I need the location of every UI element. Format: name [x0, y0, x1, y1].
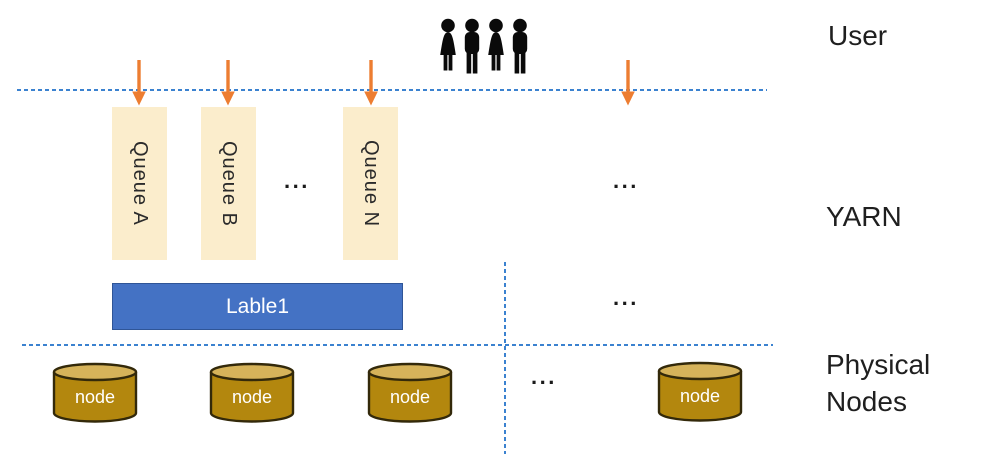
physical-nodes-layer-label: Physical Nodes: [826, 349, 931, 417]
database-cylinder-icon-4: node: [657, 361, 743, 422]
queues-ellipsis: ...: [284, 168, 310, 193]
user-yarn-divider-line: [17, 89, 767, 91]
node-label: node: [390, 387, 430, 407]
arrow-down-icon-3: [364, 60, 378, 106]
queue-box-b: Queue B: [201, 107, 256, 260]
man-icon: [464, 18, 480, 74]
label1-box: Lable1: [112, 283, 403, 330]
node-label: node: [232, 387, 272, 407]
nodes-ellipsis: ...: [531, 364, 557, 389]
partition-divider-line: [504, 262, 506, 454]
man-icon: [512, 18, 528, 74]
node-label: node: [680, 386, 720, 406]
label-row-ellipsis: ...: [613, 285, 639, 310]
database-cylinder-icon-1: node: [52, 362, 138, 423]
yarn-section-ellipsis: ...: [613, 168, 639, 193]
arrow-down-icon-4: [621, 60, 635, 106]
queue-box-a: Queue A: [112, 107, 167, 260]
node-label: node: [75, 387, 115, 407]
yarn-layer-label: YARN: [826, 201, 902, 232]
user-layer-label: User: [828, 20, 888, 51]
arrow-down-icon-2: [221, 60, 235, 106]
database-cylinder-icon-3: node: [367, 362, 453, 423]
queue-n-label: Queue N: [360, 139, 382, 228]
woman-icon: [488, 18, 504, 71]
label1-text: Lable1: [225, 294, 290, 318]
queue-box-n: Queue N: [343, 107, 398, 260]
queue-b-label: Queue B: [218, 140, 240, 227]
yarn-nodes-divider-line: [22, 344, 773, 346]
database-cylinder-icon-2: node: [209, 362, 295, 423]
queue-a-label: Queue A: [129, 141, 151, 226]
users-group-icon: [440, 18, 528, 74]
woman-icon: [440, 18, 456, 71]
arrow-down-icon-1: [132, 60, 146, 106]
